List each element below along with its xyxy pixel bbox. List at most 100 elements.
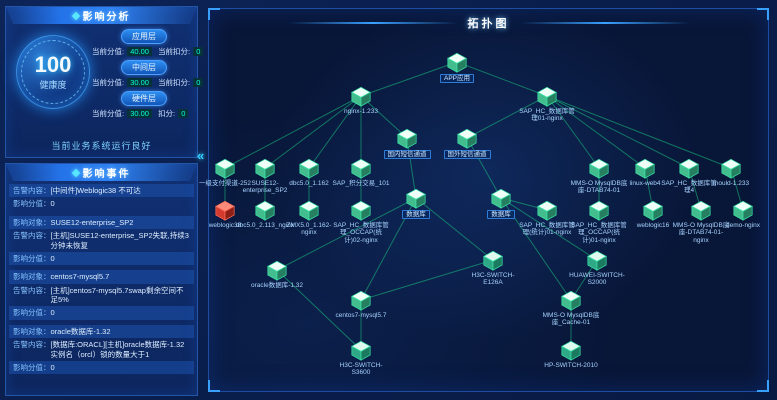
topology-node-dbc2113[interactable]: dbc5.0_2.113_nginx (235, 199, 295, 229)
health-gauge: 100 健康度 (16, 35, 90, 109)
topology-node-mmso_dtab[interactable]: MMS-O MysqlDB底座-DTAB74-01 (569, 157, 629, 195)
node-cube-icon (299, 200, 319, 221)
topology-edge (546, 95, 732, 169)
topology-node-h3cs3600[interactable]: H3C-SWITCH-S3600 (331, 339, 391, 377)
event-line-text: [主机]centos7-mysql5.7swap剩余空间不足5% (50, 285, 184, 304)
event-line: 影响分值：0 (9, 306, 194, 320)
layer-scores-middleware: 当前分值: 30.00 当前扣分: 0 (92, 77, 204, 88)
node-cube-icon (589, 200, 609, 221)
event-line: 影响对象：SUSE12-enterprise_SP2 (9, 215, 194, 230)
event-line: 影响对象：centos7-mysql5.7 (9, 270, 194, 284)
node-label: SAP_积分交易_101 (332, 180, 390, 187)
header-line-right-icon (519, 21, 690, 24)
topology-node-demonginx[interactable]: demo-nginx (713, 199, 773, 229)
deduct-value: 0 (193, 78, 204, 87)
layer-scores-application: 当前分值: 40.00 当前扣分: 0 (92, 46, 204, 57)
node-cube-icon (679, 158, 699, 179)
topology-node-app[interactable]: APP应用 (427, 51, 487, 84)
event-line-label: 告警内容： (13, 231, 51, 241)
node-label: MMS-O MysqlDB底座_Cache-01 (542, 312, 600, 327)
node-cube-icon (537, 200, 557, 221)
node-label: SAP_HC_数据库管理_OCCAP(统计)01-nginx (571, 222, 627, 244)
topology-node-db1[interactable]: 数据库 (386, 187, 446, 220)
node-cube-icon (491, 188, 511, 209)
node-cube-icon (561, 290, 581, 311)
event-item[interactable]: 告警内容：[中间件]Weblogic38 不可达影响分值：0 (9, 184, 194, 211)
node-cube-icon (351, 86, 371, 107)
node-label: MMS-O MysqlDB底座-DTAB74-01-nginx (672, 222, 730, 244)
node-label: weblogic16 (636, 222, 670, 229)
event-line: 告警内容：[中间件]Weblogic38 不可达 (9, 184, 194, 198)
topology-edge (546, 95, 600, 169)
topology-node-saphc4[interactable]: SAP_HC_数据库管理4 (659, 157, 719, 195)
topology-node-sapoccap01[interactable]: SAP_HC_数据库管理_OCCAP(统计)01-nginx (569, 199, 629, 244)
score-label: 当前分值: (92, 47, 125, 56)
topology-title: 拓扑图 (467, 18, 510, 30)
topology-node-h3ce126a[interactable]: H3C-SWITCH-E126A (463, 249, 523, 287)
event-line-label: 告警内容： (13, 186, 51, 195)
topology-node-nginx1233[interactable]: nginx-1.233 (331, 85, 391, 115)
topology-node-hpsw[interactable]: HP-SWITCH-2010 (541, 339, 601, 369)
topology-edge (415, 197, 494, 261)
node-cube-icon (267, 260, 287, 281)
topology-node-mmsonginx[interactable]: MMS-O MysqlDB底座-DTAB74-01-nginx (671, 199, 731, 244)
topology-node-weblogic38[interactable]: weblogic38 (195, 199, 255, 229)
event-line-text: [中间件]Weblogic38 不可达 (50, 186, 141, 195)
topology-panel: 拓扑图 APP应用 nginx-1.233 SAP_HC_数据库管理01-nginx… (199, 8, 769, 392)
topology-edge (276, 197, 417, 271)
score-label: 当前分值: (92, 78, 125, 87)
layer-pill-hardware[interactable]: 硬件层 (121, 91, 167, 106)
layer-pill-middleware[interactable]: 中间层 (121, 60, 167, 75)
topology-node-sms_intl[interactable]: 国外短信通道 (437, 127, 497, 160)
impact-analysis-header: 影响分析 (6, 7, 197, 24)
topology-node-sapoccap02[interactable]: SAP_HC_数据库管理_OCCAP(统计)02-nginx (331, 199, 391, 244)
node-label: dbc5.0_1.162 (289, 180, 329, 187)
event-line-label: 影响分值： (13, 362, 51, 372)
header-diamond-icon (71, 168, 79, 176)
node-cube-icon (397, 128, 417, 149)
topology-edge (264, 95, 362, 169)
topology-node-dbc1162[interactable]: dbc5.0_1.162 (279, 157, 339, 187)
node-cube-icon (721, 158, 741, 179)
topology-node-saptj01[interactable]: SAP_HC_数据库管理(统计)01-nginx (517, 199, 577, 237)
topology-node-hwsw[interactable]: HUAWEI-SWITCH-S2000 (567, 249, 627, 287)
node-label: mould-1.233 (712, 180, 750, 187)
node-cube-icon (299, 158, 319, 179)
layer-scores-hardware: 当前分值: 30.00 扣分: 0 (92, 108, 196, 119)
event-line-label: 影响分值： (13, 253, 51, 263)
topology-node-oracle132[interactable]: oracle数据库-1.32 (247, 259, 307, 289)
event-line-label: 告警内容： (13, 285, 51, 295)
switch-cube-icon (351, 340, 371, 361)
topology-node-mould[interactable]: mould-1.233 (701, 157, 761, 187)
topology-node-zmx[interactable]: ZMX5.0_1.162-nginx (279, 199, 339, 237)
topology-edge (360, 61, 458, 97)
topology-node-mmscache[interactable]: MMS-O MysqlDB底座_Cache-01 (541, 289, 601, 327)
node-label: H3C-SWITCH-S3600 (339, 362, 383, 377)
topology-node-suse12[interactable]: SUSE12-enterprise_SP2 (235, 157, 295, 195)
collapse-panel-icon[interactable]: « (197, 148, 205, 163)
score-value: 30.00 (127, 109, 152, 118)
topology-node-linuxweb4[interactable]: linux-web4 (615, 157, 675, 187)
topology-node-sms_cn[interactable]: 国内短信通道 (377, 127, 437, 160)
node-label: MMS-O MysqlDB底座-DTAB74-01 (570, 180, 628, 195)
topology-node-centos7[interactable]: centos7-mysql5.7 (331, 289, 391, 319)
topology-edge (466, 95, 548, 139)
topology-node-sap01nginx[interactable]: SAP_HC_数据库管理01-nginx (517, 85, 577, 123)
node-label: HP-SWITCH-2010 (544, 362, 598, 369)
topology-edge (360, 259, 494, 301)
layer-row-middleware: 中间层 当前分值: 30.00 当前扣分: 0 (92, 60, 204, 88)
node-label: 国内短信通道 (383, 150, 431, 160)
topology-node-db2[interactable]: 数据库 (471, 187, 531, 220)
layer-pill-application[interactable]: 应用层 (121, 29, 167, 44)
event-line-text: 0 (50, 362, 55, 372)
topology-node-weblogic16[interactable]: weblogic16 (623, 199, 683, 229)
event-line: 告警内容：[主机]SUSE12-enterprise_SP2失联,持续3分钟未恢… (9, 229, 194, 252)
topology-node-pay252[interactable]: 一级支付渠道-252 (195, 157, 255, 187)
layer-row-application: 应用层 当前分值: 40.00 当前扣分: 0 (92, 29, 204, 57)
node-cube-icon (589, 158, 609, 179)
topology-edge (360, 95, 408, 139)
topology-node-sapjf[interactable]: SAP_积分交易_101 (331, 157, 391, 187)
